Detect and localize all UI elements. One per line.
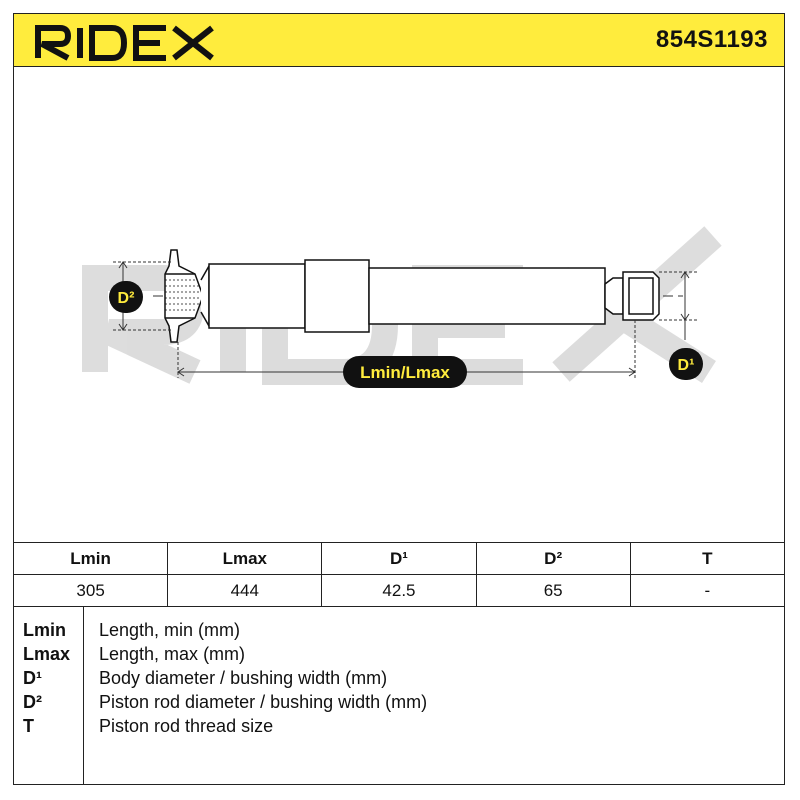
legend: Lmin Length, min (mm) Lmax Length, max (… <box>13 606 785 785</box>
spec-value-row: 305 444 42.5 65 - <box>12 574 786 607</box>
upper-tube <box>304 259 370 333</box>
spec-header-row: Lmin Lmax D¹ D² T <box>12 542 786 575</box>
legend-item: Lmax Length, max (mm) <box>13 644 785 668</box>
legend-item: D¹ Body diameter / bushing width (mm) <box>13 668 785 692</box>
legend-key: T <box>23 716 34 736</box>
shock-absorber-drawing: D² D¹ Lmin/Lmax <box>82 226 722 388</box>
length-label-pill: Lmin/Lmax <box>343 356 467 388</box>
legend-desc: Length, max (mm) <box>99 644 246 664</box>
ridex-logo <box>35 25 214 61</box>
value-t: - <box>629 574 786 607</box>
legend-key: D² <box>23 692 42 712</box>
legend-key: D¹ <box>23 668 42 688</box>
part-number: 854S1193 <box>655 26 768 53</box>
legend-item: T Piston rod thread size <box>13 716 785 740</box>
dust-cover <box>208 263 306 329</box>
spec-table: Lmin Lmax D¹ D² T 305 444 42.5 65 - <box>12 542 786 607</box>
value-d1: 42.5 <box>321 574 477 607</box>
value-lmax: 444 <box>167 574 323 607</box>
left-mount <box>164 249 204 343</box>
length-label: Lmin/Lmax <box>360 363 450 382</box>
legend-key: Lmax <box>23 644 71 664</box>
value-d2: 65 <box>475 574 631 607</box>
legend-desc: Body diameter / bushing width (mm) <box>99 668 388 688</box>
legend-key: Lmin <box>23 620 66 640</box>
header-t: T <box>629 542 786 575</box>
legend-divider <box>83 606 84 785</box>
legend-desc: Piston rod thread size <box>99 716 274 736</box>
header-d2: D² <box>475 542 631 575</box>
header-d1: D¹ <box>321 542 477 575</box>
d2-label: D² <box>118 290 135 307</box>
legend-item: Lmin Length, min (mm) <box>13 620 785 644</box>
legend-item: D² Piston rod diameter / bushing width (… <box>13 692 785 716</box>
d2-label-pill: D² <box>109 281 143 313</box>
header-bar: 854S1193 <box>13 13 785 67</box>
d1-dimension <box>659 271 697 340</box>
header-lmax: Lmax <box>167 542 323 575</box>
legend-desc: Piston rod diameter / bushing width (mm) <box>99 692 428 712</box>
value-lmin: 305 <box>12 574 169 607</box>
right-mount <box>604 271 660 321</box>
d1-label-pill: D¹ <box>669 348 703 380</box>
d1-label: D¹ <box>678 357 695 374</box>
main-body <box>368 267 606 325</box>
legend-desc: Length, min (mm) <box>99 620 241 640</box>
header-lmin: Lmin <box>12 542 169 575</box>
